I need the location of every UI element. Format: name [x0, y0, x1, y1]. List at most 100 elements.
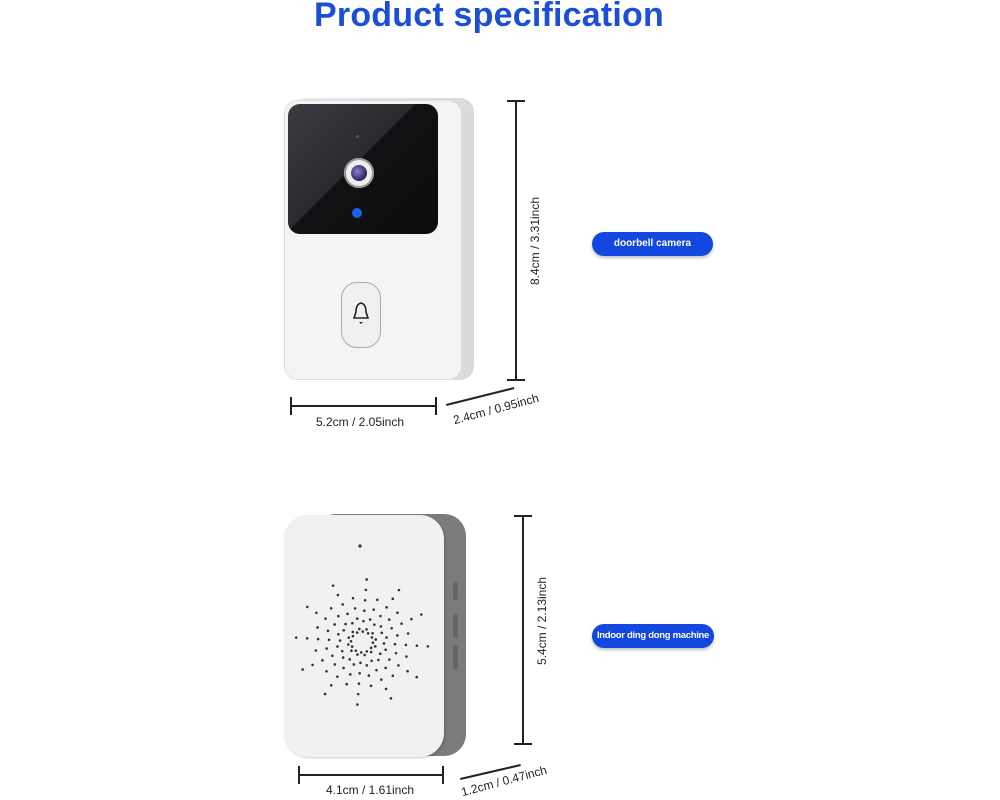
- speaker-hole: [375, 668, 378, 672]
- speaker-hole: [369, 684, 373, 688]
- speaker-hole: [374, 638, 378, 641]
- speaker-hole: [377, 658, 380, 662]
- speaker-hole: [359, 661, 362, 665]
- speaker-hole: [348, 658, 351, 661]
- speaker-hole: [406, 632, 410, 635]
- speaker-hole: [351, 621, 354, 625]
- speaker-hole: [400, 622, 403, 625]
- speaker-hole: [397, 664, 400, 667]
- chime-width-label: 4.1cm / 1.61inch: [325, 783, 415, 797]
- speaker-hole: [350, 649, 353, 653]
- speaker-hole: [337, 614, 340, 618]
- speaker-hole: [370, 659, 373, 663]
- speaker-hole: [311, 663, 314, 667]
- speaker-hole: [305, 637, 309, 640]
- speaker-hole: [336, 675, 339, 678]
- speaker-hole: [305, 605, 309, 609]
- speaker-hole: [376, 598, 379, 602]
- speaker-hole: [356, 703, 359, 706]
- speaker-hole: [410, 617, 413, 621]
- speaker-hole: [384, 687, 388, 691]
- speaker-hole: [368, 618, 372, 621]
- speaker-hole: [363, 599, 367, 602]
- speaker-hole: [378, 652, 382, 655]
- speaker-hole: [358, 627, 361, 631]
- speaker-hole: [325, 669, 328, 673]
- speaker-hole: [391, 597, 395, 600]
- speaker-grille: [294, 544, 430, 706]
- speaker-hole: [379, 614, 382, 618]
- speaker-hole: [384, 666, 387, 670]
- speaker-hole: [359, 651, 363, 654]
- speaker-hole: [362, 619, 365, 623]
- speaker-hole: [316, 637, 320, 641]
- speaker-hole: [369, 650, 373, 654]
- speaker-hole: [331, 584, 335, 587]
- speaker-hole: [323, 692, 327, 696]
- speaker-hole: [385, 636, 388, 639]
- speaker-hole: [365, 628, 368, 631]
- speaker-hole: [356, 692, 360, 696]
- speaker-hole: [329, 606, 333, 610]
- speaker-hole: [354, 649, 358, 652]
- speaker-hole: [314, 649, 318, 652]
- doorbell-height-label: 8.4cm / 3.31inch: [528, 196, 542, 286]
- speaker-hole: [348, 673, 352, 676]
- speaker-hole: [415, 675, 419, 679]
- speaker-hole: [426, 645, 430, 648]
- speaker-hole: [364, 588, 368, 592]
- speaker-hole: [351, 596, 355, 600]
- doorbell-width-label: 5.2cm / 2.05inch: [315, 415, 405, 429]
- speaker-hole: [347, 636, 351, 639]
- speaker-hole: [384, 648, 387, 652]
- speaker-hole: [341, 603, 345, 606]
- speaker-hole: [340, 649, 344, 653]
- speaker-hole: [336, 645, 339, 648]
- speaker-hole: [350, 645, 354, 648]
- speaker-hole: [351, 634, 355, 638]
- chime-height-label: 5.4cm / 2.13inch: [535, 576, 549, 666]
- doorbell-camera-label: doorbell camera: [592, 232, 713, 256]
- speaker-hole: [357, 682, 361, 685]
- speaker-hole: [366, 632, 370, 635]
- doorbell-camera-image: [284, 98, 476, 382]
- speaker-hole: [365, 664, 369, 667]
- speaker-hole: [388, 658, 391, 661]
- speaker-hole: [341, 656, 345, 659]
- speaker-hole: [301, 668, 304, 671]
- speaker-hole: [356, 653, 359, 656]
- speaker-hole: [294, 636, 298, 639]
- speaker-hole: [373, 623, 376, 626]
- speaker-hole: [325, 647, 328, 650]
- doorbell-button: [341, 282, 381, 348]
- chime-label: Indoor ding dong machine: [592, 624, 714, 648]
- speaker-hole: [321, 659, 324, 662]
- speaker-hole: [331, 654, 334, 658]
- speaker-hole: [382, 642, 386, 645]
- chime-image: [284, 514, 466, 758]
- speaker-hole: [389, 697, 393, 700]
- speaker-hole: [363, 609, 366, 613]
- speaker-hole: [346, 612, 349, 616]
- camera-lens-icon: [344, 158, 374, 188]
- speaker-hole: [369, 646, 373, 650]
- speaker-hole: [404, 643, 408, 647]
- speaker-hole: [405, 655, 408, 658]
- speaker-hole: [391, 674, 395, 678]
- speaker-hole: [373, 645, 377, 648]
- speaker-hole: [351, 630, 355, 634]
- speaker-hole: [396, 634, 399, 637]
- speaker-hole: [385, 606, 388, 609]
- speaker-hole: [390, 626, 393, 630]
- speaker-hole: [338, 639, 342, 642]
- speaker-hole: [370, 636, 374, 639]
- speaker-hole: [415, 644, 419, 647]
- speaker-hole: [379, 625, 383, 628]
- speaker-hole: [333, 663, 337, 666]
- speaker-hole: [345, 682, 348, 686]
- speaker-hole: [371, 631, 374, 635]
- speaker-hole: [358, 671, 361, 675]
- speaker-hole: [333, 623, 336, 626]
- speaker-hole: [371, 641, 375, 645]
- speaker-hole: [365, 650, 369, 653]
